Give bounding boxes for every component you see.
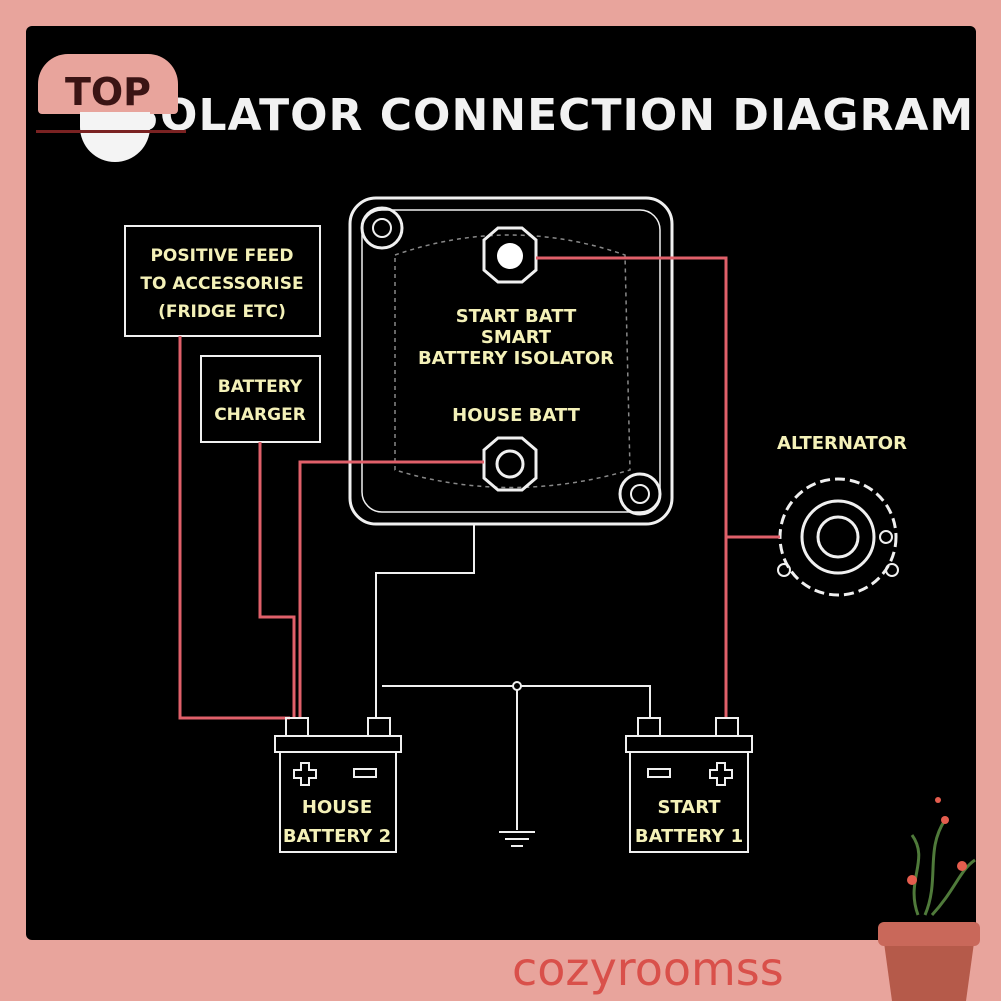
minus-icon [647,768,671,778]
alternator-label: ALTERNATOR [777,433,907,454]
alternator: ALTERNATOR [777,433,907,597]
house-battery-line1: HOUSE [302,797,372,818]
isolator-label-line3: BATTERY ISOLATOR [418,348,614,369]
diagram-background [26,26,976,940]
isolator-label-line4: HOUSE BATT [452,405,580,426]
wire-accessory-to-battery2 [178,336,290,720]
smart-battery-isolator: START BATT SMART BATTERY ISOLATOR HOUSE … [348,196,674,526]
mount-hole-bottom-right [618,472,662,516]
positive-wires [178,256,780,720]
battery-charger-box: BATTERY CHARGER [200,355,321,443]
plus-icon [709,762,733,786]
wire-battery-grounds [382,685,651,718]
ground-wires [375,524,651,847]
start-battery-line2: BATTERY 1 [635,826,743,847]
plant-pot-decoration [878,797,980,1001]
plus-icon [293,762,317,786]
accessory-line2: TO ACCESSORISE [140,274,303,294]
start-battery-line1: START [657,797,721,818]
diagram-title: ISOLATOR CONNECTION DIAGRAM [110,90,975,141]
house-batt-terminal [482,436,538,492]
start-batt-terminal [482,226,538,284]
lamp-cap-icon [38,54,178,114]
lamp-bulb-icon [80,112,150,162]
wire-start-to-alternator [536,256,728,718]
start-battery: START BATTERY 1 [625,717,753,853]
top-badge-label: TOP [64,70,152,114]
mount-hole-top-left [360,206,404,250]
wire-isolator-ground [375,524,475,718]
charger-line1: BATTERY [218,377,303,397]
top-badge: TOP [36,40,186,170]
house-battery-line2: BATTERY 2 [283,826,391,847]
accessory-line1: POSITIVE FEED [150,246,293,266]
accessory-line3: (FRIDGE ETC) [158,302,286,322]
isolator-label-line1: START BATT [456,306,577,327]
watermark: cozyroomss [512,942,784,996]
wire-house-to-battery2 [298,460,484,718]
badge-underline [36,130,186,133]
isolator-label-line2: SMART [481,327,552,348]
accessory-feed-box: POSITIVE FEED TO ACCESSORISE (FRIDGE ETC… [124,225,321,337]
minus-icon [353,768,377,778]
house-battery: HOUSE BATTERY 2 [274,717,402,853]
wire-charger-to-battery2 [258,442,296,718]
charger-line2: CHARGER [214,405,306,425]
